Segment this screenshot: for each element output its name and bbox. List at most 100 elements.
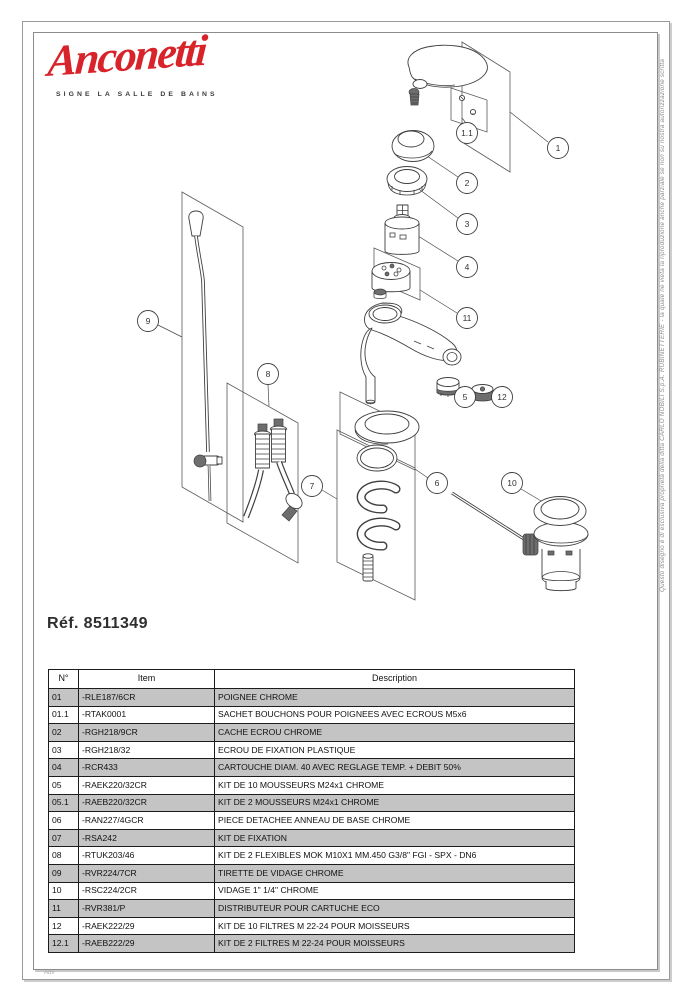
part-faucet-body xyxy=(360,302,462,405)
row-item: -RVR224/7CR xyxy=(78,863,215,883)
row-item: -RAEB220/32CR xyxy=(78,793,215,813)
footer-note: Adv xyxy=(44,970,55,976)
part-anneau-base xyxy=(354,410,420,472)
col-header-item: Item xyxy=(78,669,215,689)
row-description: POIGNEE CHROME xyxy=(214,688,575,707)
part-cache-ecrou xyxy=(391,130,435,162)
row-item: -RTUK203/46 xyxy=(78,846,215,865)
col-header-no: N° xyxy=(48,669,79,689)
row-item: -RTAK0001 xyxy=(78,705,215,725)
row-no: 04 xyxy=(48,758,79,777)
row-description: ECROU DE FIXATION PLASTIQUE xyxy=(214,740,575,760)
svg-text:5: 5 xyxy=(463,392,468,402)
callout-7: 7 xyxy=(301,475,323,497)
row-no: 01.1 xyxy=(48,705,79,725)
row-item: -RSC224/2CR xyxy=(78,881,215,901)
copyright-text: Questo disegno è di esclusiva proprietà … xyxy=(659,58,666,592)
row-description: CACHE ECROU CHROME xyxy=(214,723,575,742)
callout-12: 12 xyxy=(491,386,513,408)
row-description: TIRETTE DE VIDAGE CHROME xyxy=(214,863,575,883)
row-item: -RLE187/6CR xyxy=(78,688,215,707)
row-description: KIT DE 2 MOUSSEURS M24x1 CHROME xyxy=(214,793,575,813)
svg-text:3: 3 xyxy=(465,219,470,229)
panel-tirette xyxy=(181,191,244,523)
row-no: 06 xyxy=(48,811,79,830)
row-item: -RAEK222/29 xyxy=(78,916,215,936)
row-item: -RVR381/P xyxy=(78,899,215,918)
svg-text:9: 9 xyxy=(146,316,151,326)
row-no: 05.1 xyxy=(48,793,79,813)
row-no: 03 xyxy=(48,740,79,760)
brand-logo: Anconetti SIGNE LA SALLE DE BAINS xyxy=(46,26,266,98)
page-outer-border xyxy=(22,21,670,980)
panel-screw-bag xyxy=(450,87,488,133)
panel-flexibles xyxy=(226,382,299,564)
row-description: KIT DE 2 FILTRES M 22-24 POUR MOISSEURS xyxy=(214,934,575,953)
callout-1-1: 1.1 xyxy=(456,122,478,144)
part-screw-bag xyxy=(458,94,477,116)
reference-number: Réf. 8511349 xyxy=(47,615,148,632)
svg-text:6: 6 xyxy=(435,478,440,488)
row-description: DISTRIBUTEUR POUR CARTUCHE ECO xyxy=(214,899,575,918)
row-description: CARTOUCHE DIAM. 40 AVEC REGLAGE TEMP. + … xyxy=(214,758,575,777)
row-description: SACHET BOUCHONS POUR POIGNEES AVEC ECROU… xyxy=(214,705,575,725)
row-description: KIT DE FIXATION xyxy=(214,828,575,848)
row-description: PIECE DETACHEE ANNEAU DE BASE CHROME xyxy=(214,811,575,830)
svg-text:7: 7 xyxy=(310,481,315,491)
svg-text:11: 11 xyxy=(463,313,472,323)
row-item: -RCR433 xyxy=(78,758,215,777)
svg-text:4: 4 xyxy=(465,262,470,272)
row-no: 11 xyxy=(48,899,79,918)
copyright-vertical-note: Questo disegno è di esclusiva proprietà … xyxy=(659,40,671,592)
row-description: KIT DE 10 FILTRES M 22-24 POUR MOISSEURS xyxy=(214,916,575,936)
callout-9: 9 xyxy=(137,310,159,332)
brand-tagline: SIGNE LA SALLE DE BAINS xyxy=(56,90,218,98)
header-row: N° Item Description xyxy=(48,669,575,689)
svg-text:1: 1 xyxy=(556,143,561,153)
part-distributeur xyxy=(371,262,411,299)
col-header-description: Description xyxy=(214,669,575,689)
row-no: 08 xyxy=(48,846,79,865)
row-no: 09 xyxy=(48,863,79,883)
row-no: 07 xyxy=(48,828,79,848)
callout-8: 8 xyxy=(257,363,279,385)
row-no: 01 xyxy=(48,688,79,707)
part-tirette xyxy=(188,210,223,502)
row-description: VIDAGE 1" 1/4" CHROME xyxy=(214,881,575,901)
part-handle xyxy=(407,44,488,106)
part-flexibles xyxy=(243,418,303,522)
row-description: KIT DE 10 MOUSSEURS M24x1 CHROME xyxy=(214,775,575,795)
svg-text:12: 12 xyxy=(497,392,507,402)
part-vidage xyxy=(451,491,589,592)
row-item: -RAN227/4GCR xyxy=(78,811,215,830)
part-ecrou-fixation xyxy=(386,166,428,196)
part-cartouche xyxy=(384,204,420,255)
row-no: 12.1 xyxy=(48,934,79,953)
callout-6: 6 xyxy=(426,472,448,494)
callout-10: 10 xyxy=(501,472,523,494)
leader-lines xyxy=(157,111,554,509)
row-item: -RSA242 xyxy=(78,828,215,848)
row-item: -RAEB222/29 xyxy=(78,934,215,953)
svg-text:2: 2 xyxy=(465,178,470,188)
svg-text:10: 10 xyxy=(507,478,517,488)
part-filtre xyxy=(471,384,494,402)
svg-text:1.1: 1.1 xyxy=(461,128,473,138)
callout-2: 2 xyxy=(456,172,478,194)
row-no: 05 xyxy=(48,775,79,795)
